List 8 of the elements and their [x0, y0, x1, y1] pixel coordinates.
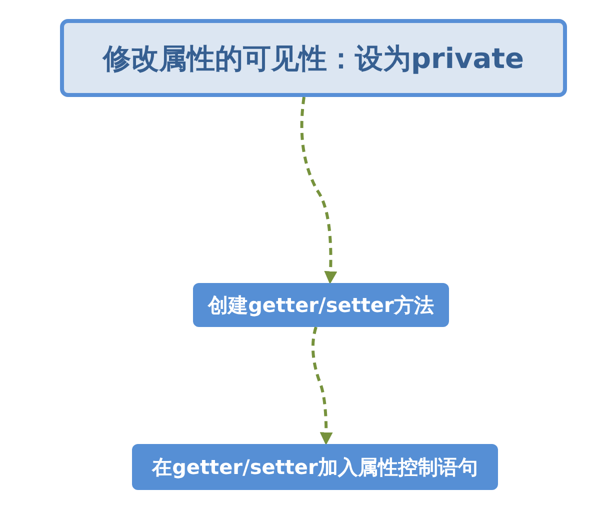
dashed-arrow [300, 96, 338, 284]
dashed-arrow [311, 326, 333, 446]
process-box [193, 283, 449, 327]
process-box [132, 444, 498, 490]
node-text: 在getter/setter加入属性控制语句 [152, 454, 478, 480]
title-box [60, 19, 567, 97]
node-text: 修改属性的可见性：设为private [103, 40, 524, 76]
node-text: 创建getter/setter方法 [208, 292, 434, 318]
